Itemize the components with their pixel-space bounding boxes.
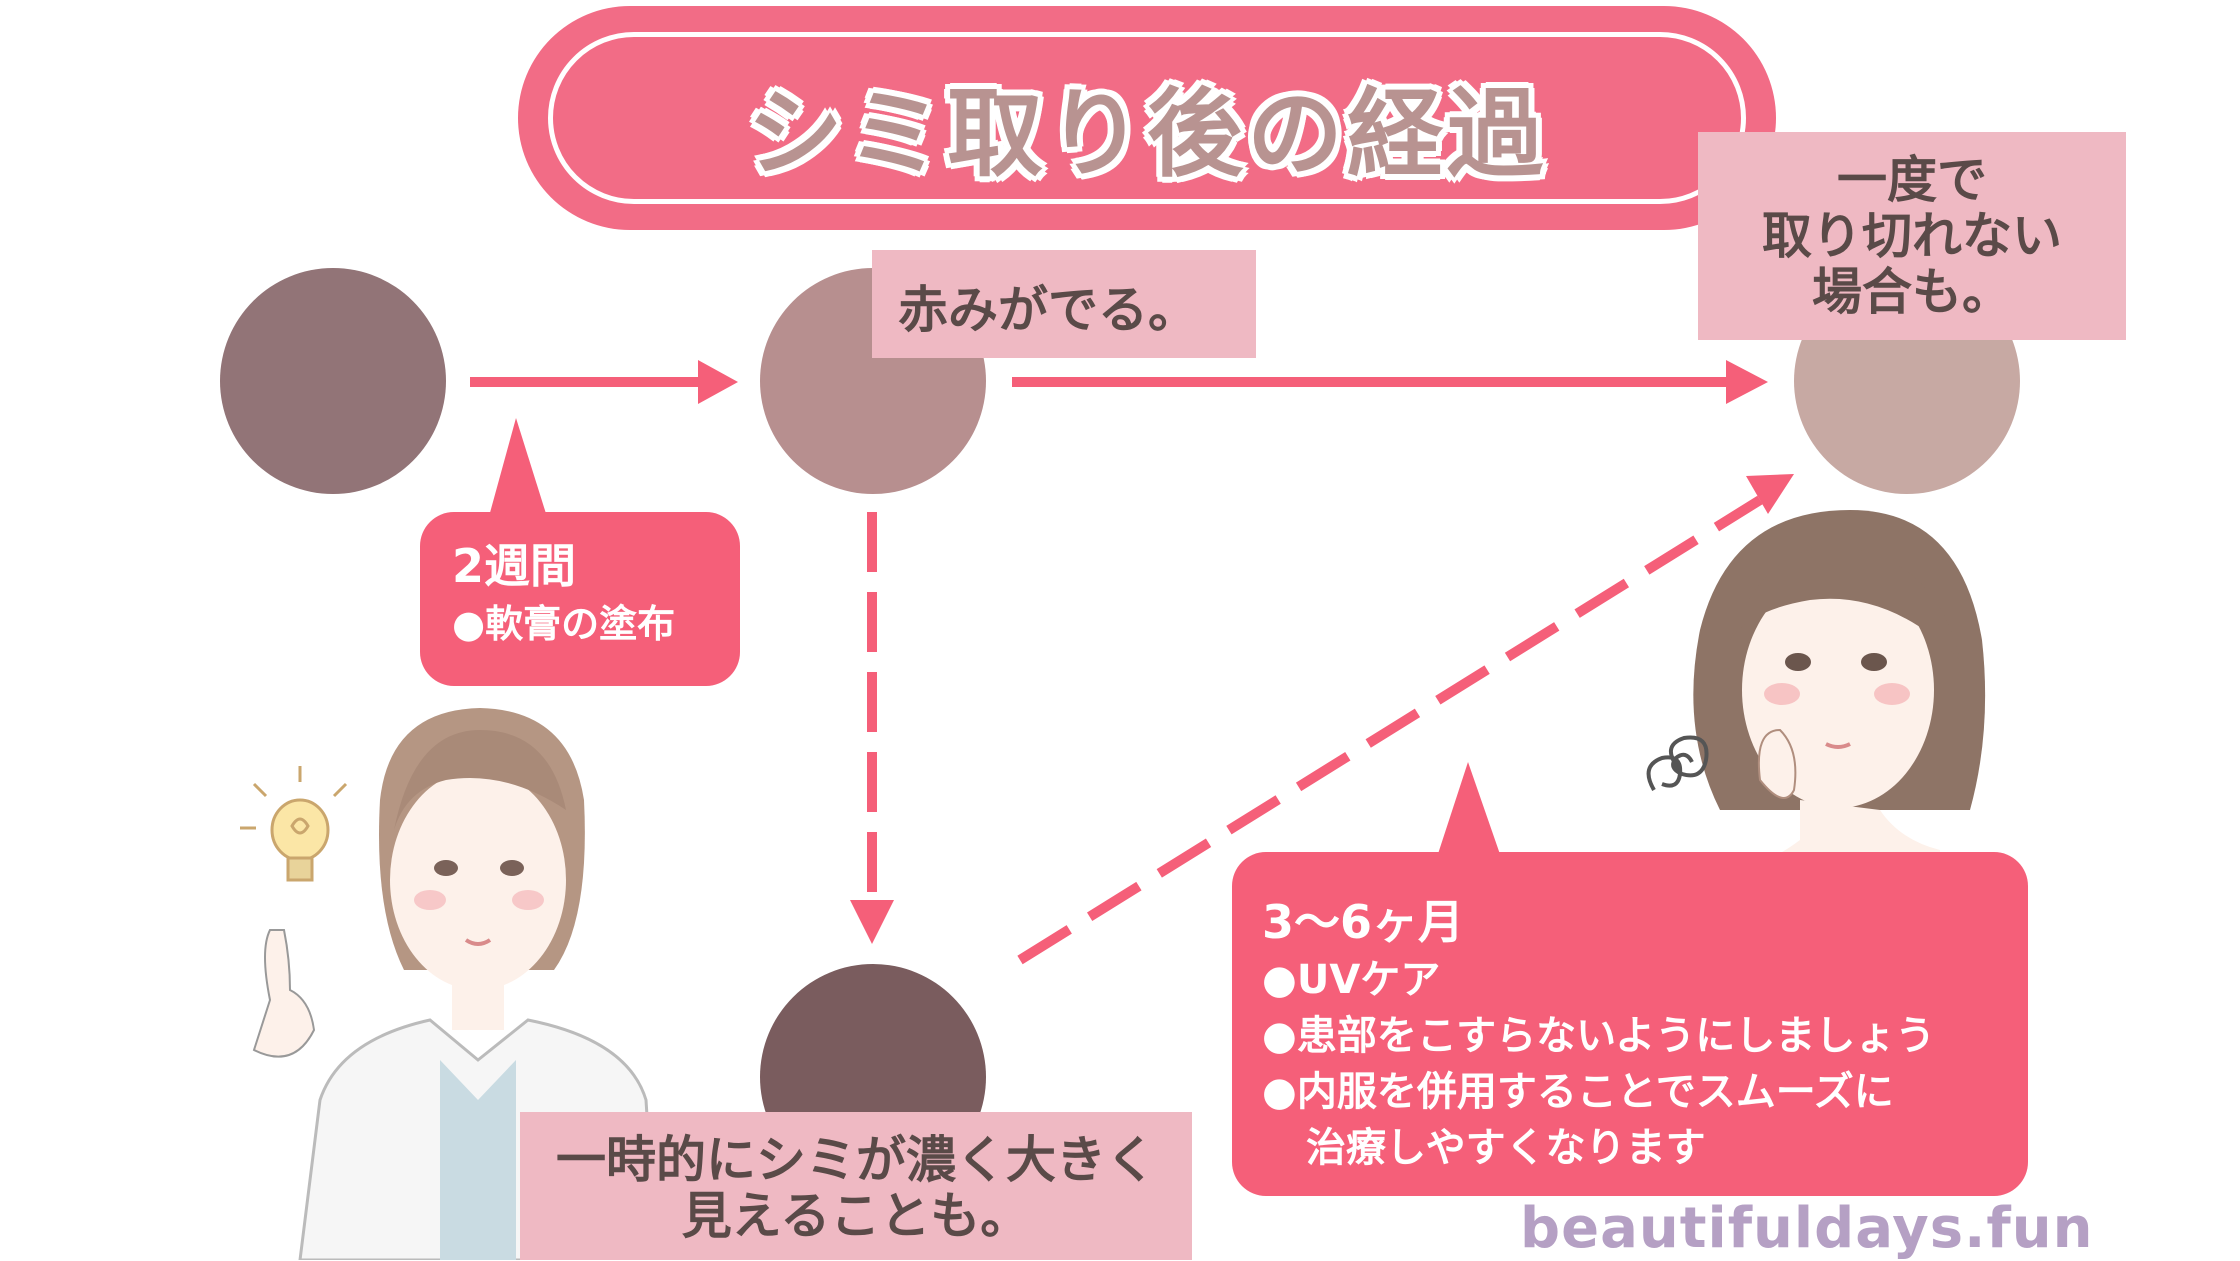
callout-3to6-item: ●患部をこすらないようにしましょう <box>1262 1013 1936 1059</box>
page-title: シミ取り後の経過 <box>747 78 1547 190</box>
callout-3to6months: 3〜6ヶ月 ●UVケア ●患部をこすらないようにしましょう ●内服を併用すること… <box>1232 852 2028 1196</box>
note-redness: 赤みがでる。 <box>872 250 1256 358</box>
title-banner-border <box>548 32 1746 204</box>
arrow-redness-to-faded <box>1012 360 1768 404</box>
note-partial-removal: 一度で 取り切れない 場合も。 <box>1698 132 2126 340</box>
arrow-redness-to-darker <box>850 512 894 944</box>
note-partial-line: 取り切れない <box>1762 207 2062 265</box>
callout-3to6-pointer <box>1436 762 1502 860</box>
note-redness-text: 赤みがでる。 <box>898 281 1198 339</box>
swirl-thought-icon <box>1646 735 1709 792</box>
note-partial-line: 場合も。 <box>1812 263 2012 321</box>
note-darker-line: 見えることも。 <box>681 1187 1031 1245</box>
note-partial-line: 一度で <box>1837 151 1987 209</box>
callout-3to6-duration: 3〜6ヶ月 <box>1262 895 1465 949</box>
callout-3to6-item: ●UVケア <box>1262 957 1441 1003</box>
site-watermark: beautifuldays.fun <box>1520 1196 2094 1261</box>
note-temporarily-darker: 一時的にシミが濃く大きく 見えることも。 <box>520 1112 1192 1260</box>
callout-2weeks-duration: 2週間 <box>452 539 577 593</box>
callout-3to6-item: 治療しやすくなります <box>1306 1125 1706 1171</box>
callout-2weeks-item: ●軟膏の塗布 <box>452 602 676 646</box>
woman-thinking-illustration <box>1693 510 1986 890</box>
lightbulb-icon <box>240 766 348 882</box>
title-banner: シミ取り後の経過 <box>518 6 1776 230</box>
callout-3to6-item: ●内服を併用することでスムーズに <box>1262 1069 1894 1115</box>
callout-2weeks: 2週間 ●軟膏の塗布 <box>420 512 740 686</box>
arrow-darker-to-faded <box>1017 474 1794 965</box>
doctor-illustration <box>252 708 658 1260</box>
note-darker-line: 一時的にシミが濃く大きく <box>556 1131 1156 1189</box>
arrow-initial-to-redness <box>470 360 738 404</box>
callout-2weeks-pointer <box>488 418 548 520</box>
spot-initial <box>220 268 446 494</box>
